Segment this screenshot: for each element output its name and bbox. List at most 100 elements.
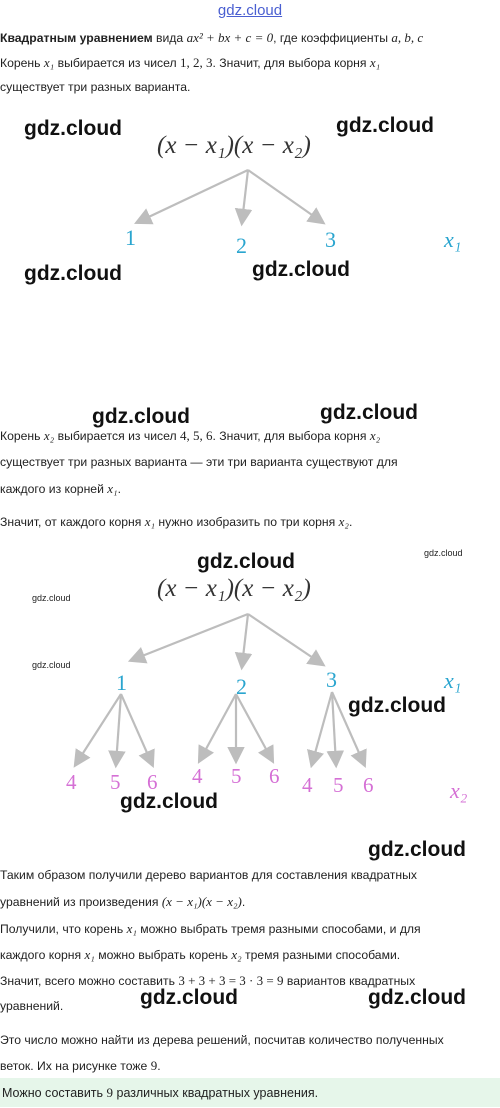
answer-nine: 9 <box>106 1085 114 1100</box>
count-nine: 9 <box>150 1058 158 1073</box>
tree2-title: (x − x₁)(x − x₂) <box>157 575 311 602</box>
answer-text: Можно составить <box>2 1086 107 1100</box>
para3-line-6: уравнений. <box>0 999 64 1013</box>
para2-text: выбирается из чисел <box>54 429 180 443</box>
tree2-edge <box>73 693 122 768</box>
tree2-node-2: 2 <box>236 674 247 699</box>
tree1-edges <box>134 169 326 227</box>
tree1-label-x1: x₁ <box>444 227 462 252</box>
tree2-edge <box>197 693 237 764</box>
tree2-edge <box>247 613 326 667</box>
root-x1: x₁ <box>144 514 156 529</box>
intro-text: . Значит, для выбора корня <box>212 56 370 70</box>
tree2-edge <box>127 612 249 664</box>
para2-line-1: Корень x₂ выбирается из чисел 4, 5, 6. З… <box>0 428 500 444</box>
para3-text: уравнений из произведения <box>0 895 162 909</box>
para2-line-4: Значит, от каждого корня x₁ нужно изобра… <box>0 514 500 530</box>
tree2-edge <box>330 691 367 769</box>
watermark: gdz.cloud <box>252 258 350 281</box>
watermark: gdz.cloud <box>368 838 466 861</box>
para3-line-2: уравнений из произведения (x − x₁)(x − x… <box>0 894 500 910</box>
numbers-2: 4, 5, 6 <box>179 428 213 443</box>
root-x1: x₁ <box>84 947 95 962</box>
intro-text: вида <box>152 31 187 45</box>
calculation: 3 + 3 + 3 = 3 · 3 = 9 <box>178 973 284 988</box>
para2-text: каждого из корней <box>0 482 108 496</box>
intro-text: выбирается из чисел <box>54 56 180 70</box>
para3-line-7: Это число можно найти из дерева решений,… <box>0 1033 444 1047</box>
para2-text: Корень <box>0 429 44 443</box>
para3-text: Получили, что корень <box>0 922 127 936</box>
para2-line-3: каждого из корней x₁. <box>0 481 500 497</box>
para3-text: можно выбрать корень <box>94 948 232 962</box>
tree2-label-x1: x₁ <box>444 668 462 693</box>
tree2-leaf: 4 <box>192 764 203 788</box>
tree2-leaf: 6 <box>269 764 280 788</box>
answer-box: Можно составить 9 различных квадратных у… <box>0 1078 500 1107</box>
watermark-small: gdz.cloud <box>32 593 71 603</box>
intro-line-2: Корень x₁ выбирается из чисел 1, 2, 3. З… <box>0 55 500 71</box>
tree1-node-2: 2 <box>236 233 247 258</box>
para3-text: . <box>157 1059 161 1073</box>
tree1-edge <box>134 169 249 225</box>
tree2-leaf: 6 <box>147 770 158 794</box>
root-x2: x₂ <box>369 428 381 443</box>
tree2-leaf: 5 <box>110 770 121 794</box>
para2-text: Значит, от каждого корня <box>0 515 145 529</box>
para2-line-2: существует три разных варианта — эти три… <box>0 455 398 469</box>
root-x1: x₁ <box>107 481 118 496</box>
tree2-edge <box>234 613 253 671</box>
tree2-edge <box>108 693 126 769</box>
watermark-top[interactable]: gdz.cloud <box>217 2 283 19</box>
para3-text: вариантов квадратных <box>283 974 416 988</box>
watermark: gdz.cloud <box>197 550 295 573</box>
tree1-edge <box>234 169 253 227</box>
para3-line-5: Значит, всего можно составить 3 + 3 + 3 … <box>0 973 500 989</box>
tree2-leaf: 4 <box>302 773 313 797</box>
root-x2: x₂ <box>231 947 242 962</box>
watermark: gdz.cloud <box>92 405 190 428</box>
tree2-edges <box>73 612 367 769</box>
tree2-label-x2: x₂ <box>450 778 468 803</box>
intro-term: Квадратным уравнением <box>0 31 153 45</box>
tree2-leaf: 5 <box>333 773 344 797</box>
tree1-title: (x − x₁)(x − x₂) <box>157 132 311 159</box>
watermark: gdz.cloud <box>348 694 446 717</box>
para3-line-3: Получили, что корень x₁ можно выбрать тр… <box>0 921 500 937</box>
root-x1: x₁ <box>126 921 137 936</box>
intro-text: , где коэффициенты <box>273 31 392 45</box>
watermark: gdz.cloud <box>140 986 238 1009</box>
watermark: gdz.cloud <box>24 117 122 140</box>
watermark: gdz.cloud <box>24 262 122 285</box>
watermark-small: gdz.cloud <box>424 548 463 558</box>
tree2-node-1: 1 <box>116 670 127 695</box>
para2-text: . <box>117 482 121 496</box>
para3-text: тремя разными способами. <box>241 948 401 962</box>
numbers-1: 1, 2, 3 <box>179 55 213 70</box>
tree2-leaf: 5 <box>231 764 242 788</box>
tree1-edge <box>247 169 326 225</box>
tree2-leaf: 6 <box>363 773 374 797</box>
intro-line-3: существует три разных варианта. <box>0 80 191 94</box>
tree1-node-1: 1 <box>125 225 136 250</box>
tree2-node-3: 3 <box>326 667 337 692</box>
root-x2: x₂ <box>43 428 55 443</box>
para2-text: . <box>348 515 353 529</box>
tree1-node-3: 3 <box>325 227 336 252</box>
watermark: gdz.cloud <box>368 986 466 1009</box>
tree2-edge <box>307 691 334 769</box>
equation: ax² + bx + c = 0 <box>186 30 274 45</box>
para2-text: нужно изобразить по три корня <box>155 515 339 529</box>
root-x1: x₁ <box>43 55 55 70</box>
tree2-edge <box>235 693 275 764</box>
root-x1: x₁ <box>369 55 381 70</box>
tree2-leaf: 4 <box>66 770 77 794</box>
para3-text: каждого корня <box>0 948 85 962</box>
watermark: gdz.cloud <box>120 790 218 813</box>
watermark: gdz.cloud <box>320 401 418 424</box>
watermark: gdz.cloud <box>336 114 434 137</box>
tree2-edge <box>119 693 155 769</box>
coefficients: a, b, c <box>391 30 424 45</box>
para3-text: веток. Их на рисунке тоже <box>0 1059 151 1073</box>
para3-text: Значит, всего можно составить <box>0 974 179 988</box>
